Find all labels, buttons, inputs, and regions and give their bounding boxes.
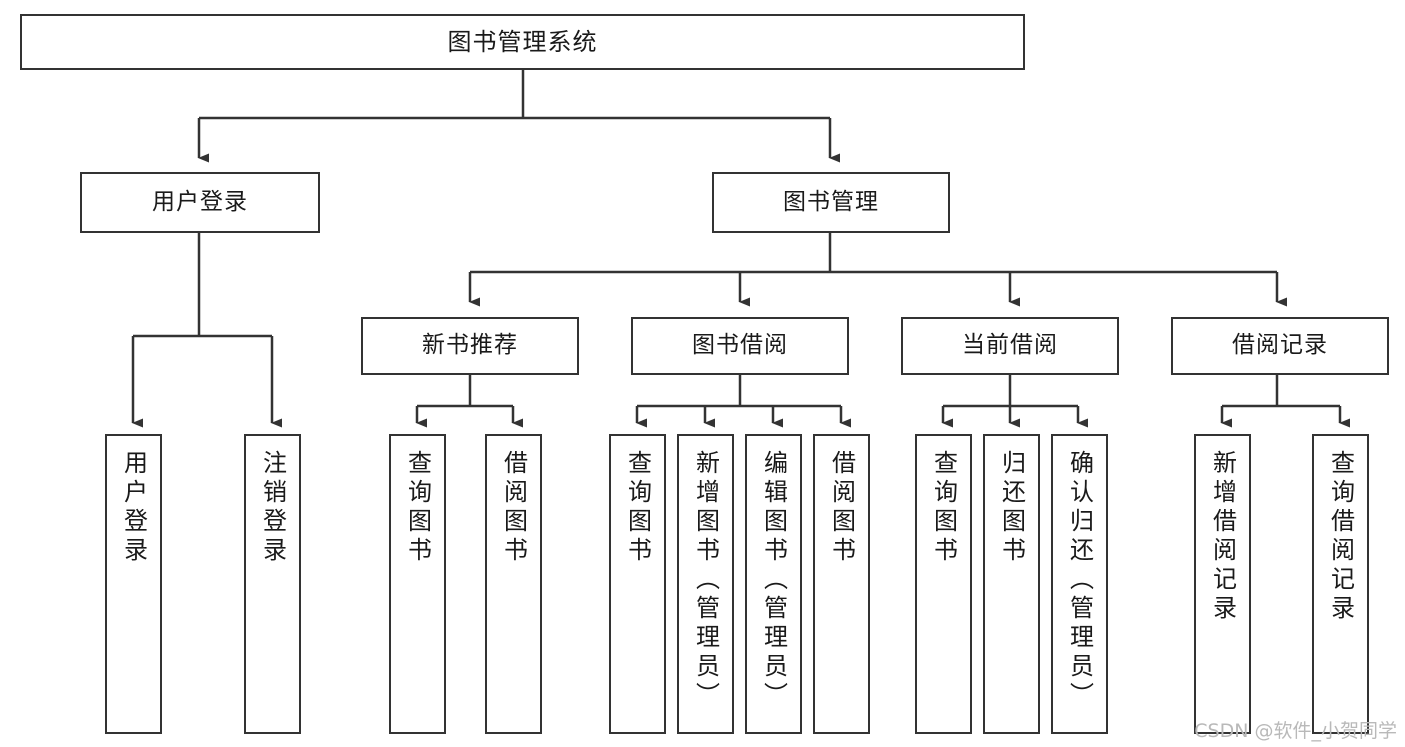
node-root[interactable]: 图书管理系统 (20, 14, 1025, 70)
leaf-return-book[interactable]: 归还图书 (983, 434, 1040, 734)
leaf-query-book-1[interactable]: 查询图书 (389, 434, 446, 734)
leaf-user-logout[interactable]: 注销登录 (244, 434, 301, 734)
node-book-management-label: 图书管理 (783, 188, 879, 215)
leaf-borrow-book-1[interactable]: 借阅图书 (485, 434, 542, 734)
node-current-borrow-label: 当前借阅 (962, 332, 1058, 359)
leaf-return-book-label: 归还图书 (997, 450, 1026, 566)
node-new-book-recommend-label: 新书推荐 (422, 332, 518, 359)
node-new-book-recommend[interactable]: 新书推荐 (361, 317, 579, 375)
leaf-confirm-return-label: 确认归还（管理员） (1065, 450, 1094, 711)
node-book-management[interactable]: 图书管理 (712, 172, 950, 233)
node-borrow-record-label: 借阅记录 (1232, 332, 1328, 359)
node-borrow-record[interactable]: 借阅记录 (1171, 317, 1389, 375)
node-book-borrow[interactable]: 图书借阅 (631, 317, 849, 375)
leaf-user-login[interactable]: 用户登录 (105, 434, 162, 734)
leaf-add-book[interactable]: 新增图书（管理员） (677, 434, 734, 734)
leaf-edit-book[interactable]: 编辑图书（管理员） (745, 434, 802, 734)
leaf-borrow-book-2[interactable]: 借阅图书 (813, 434, 870, 734)
node-current-borrow[interactable]: 当前借阅 (901, 317, 1119, 375)
leaf-query-book-3-label: 查询图书 (929, 450, 958, 566)
leaf-query-record[interactable]: 查询借阅记录 (1312, 434, 1369, 734)
leaf-query-book-3[interactable]: 查询图书 (915, 434, 972, 734)
leaf-add-book-label: 新增图书（管理员） (691, 450, 720, 711)
leaf-query-book-1-label: 查询图书 (403, 450, 432, 566)
node-book-borrow-label: 图书借阅 (692, 332, 788, 359)
node-root-label: 图书管理系统 (447, 27, 598, 56)
csdn-watermark: CSDN @软件_小贺同学 (1194, 720, 1397, 742)
leaf-query-record-label: 查询借阅记录 (1326, 450, 1355, 624)
node-user-login[interactable]: 用户登录 (80, 172, 320, 233)
leaf-query-book-2-label: 查询图书 (623, 450, 652, 566)
leaf-user-login-label: 用户登录 (119, 450, 148, 566)
leaf-add-record-label: 新增借阅记录 (1208, 450, 1237, 624)
leaf-add-record[interactable]: 新增借阅记录 (1194, 434, 1251, 734)
leaf-user-logout-label: 注销登录 (258, 450, 287, 566)
leaf-edit-book-label: 编辑图书（管理员） (759, 450, 788, 711)
leaf-query-book-2[interactable]: 查询图书 (609, 434, 666, 734)
leaf-confirm-return[interactable]: 确认归还（管理员） (1051, 434, 1108, 734)
leaf-borrow-book-1-label: 借阅图书 (499, 450, 528, 566)
node-user-login-label: 用户登录 (152, 188, 248, 215)
leaf-borrow-book-2-label: 借阅图书 (827, 450, 856, 566)
